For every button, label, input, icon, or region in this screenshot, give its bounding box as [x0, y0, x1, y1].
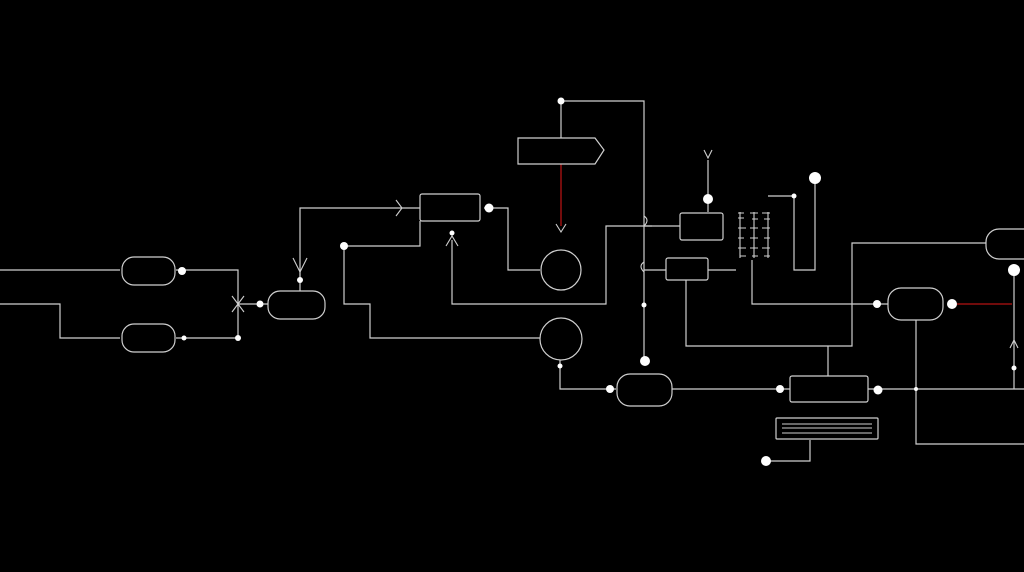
node-n10[interactable]: [665, 257, 709, 281]
glyph-matrix-icon: [738, 212, 770, 258]
junction-dot-group: [178, 97, 1020, 466]
wire: [451, 225, 680, 305]
hop-icon: [643, 215, 648, 227]
wire: [176, 269, 239, 339]
arrow-up-icon: [445, 234, 459, 247]
wire: [685, 242, 986, 347]
bracket-icon: [395, 199, 403, 217]
tick-icon: [703, 149, 713, 160]
node-n13[interactable]: [985, 228, 1024, 260]
junction-dot: [873, 385, 883, 395]
junction-dot: [340, 242, 348, 250]
junction-dot: [1008, 264, 1020, 276]
junction-dot: [178, 267, 186, 275]
wire: [343, 246, 540, 339]
cross-icon: [231, 295, 245, 313]
wire: [299, 207, 420, 296]
node-n12[interactable]: [789, 375, 869, 403]
hop-icon: [640, 261, 645, 273]
wire: [768, 178, 816, 271]
wire: [766, 440, 811, 462]
node-n8[interactable]: [616, 373, 673, 407]
node-n3[interactable]: [267, 290, 326, 320]
junction-dot: [256, 300, 264, 308]
junction-dot: [235, 335, 241, 341]
node-n5[interactable]: [517, 137, 605, 165]
wire: [561, 100, 645, 360]
wire: [344, 221, 421, 247]
node-n6[interactable]: [540, 249, 582, 291]
junction-dot: [297, 277, 303, 283]
junction-dot: [1011, 365, 1017, 371]
node-n9[interactable]: [679, 212, 724, 241]
arrow-up-icon: [1009, 338, 1019, 349]
junction-dot: [640, 356, 650, 366]
node-n2[interactable]: [121, 323, 176, 353]
wire: [484, 207, 540, 271]
junction-dot: [809, 172, 821, 184]
node-n4[interactable]: [419, 193, 481, 222]
junction-dot: [703, 194, 713, 204]
junction-dot: [641, 302, 647, 308]
junction-dot: [557, 97, 565, 105]
junction-dot: [449, 230, 455, 236]
junction-dot: [484, 203, 494, 213]
junction-dot: [791, 193, 797, 199]
wire: [915, 320, 1024, 445]
junction-dot: [776, 385, 784, 393]
junction-dot: [606, 385, 614, 393]
node-n11[interactable]: [887, 287, 944, 321]
highlight-wire-group: [560, 164, 1012, 305]
junction-dot: [557, 363, 563, 369]
junction-dot: [764, 459, 768, 463]
wire: [0, 303, 120, 339]
arrow-down-icon: [555, 223, 567, 234]
wire: [751, 260, 888, 305]
node-n1[interactable]: [121, 256, 176, 286]
node-n7[interactable]: [539, 317, 583, 361]
junction-dot: [181, 335, 187, 341]
junction-dot: [873, 300, 881, 308]
junction-dot: [914, 387, 918, 391]
wire: [559, 360, 616, 390]
note-box-icon: [775, 417, 879, 440]
junction-dot: [947, 299, 957, 309]
